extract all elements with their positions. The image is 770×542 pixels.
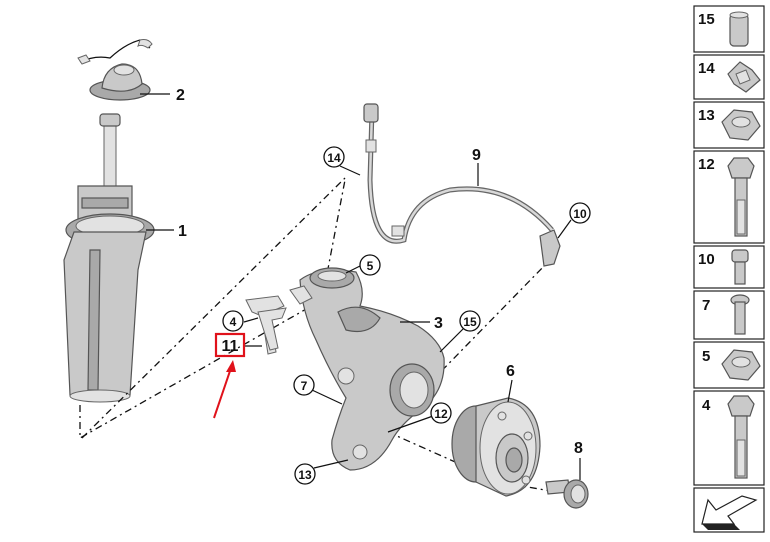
- callout-14[interactable]: [323, 146, 345, 168]
- callout-4[interactable]: [222, 310, 244, 332]
- panel-item-5[interactable]: 5: [693, 341, 765, 389]
- part-1-shock-absorber[interactable]: [63, 113, 174, 403]
- callout-13[interactable]: [294, 463, 316, 485]
- bolt-12-icon: [727, 157, 755, 179]
- label-11[interactable]: 11: [222, 338, 239, 355]
- label-12: 12: [434, 407, 448, 421]
- svg-text:4: 4: [702, 397, 711, 414]
- part-8-bolt[interactable]: [545, 458, 589, 509]
- red-arrow-icon: [213, 367, 232, 419]
- label-6[interactable]: 6: [506, 363, 515, 380]
- part-2-cable: [79, 39, 151, 63]
- sleeve-icon: [729, 13, 749, 47]
- label-9[interactable]: 9: [472, 147, 481, 164]
- assembly-line-sensor: [417, 261, 549, 396]
- callout-11-highlight: [214, 332, 246, 358]
- callout-5[interactable]: [359, 254, 381, 276]
- parts-panel: 15 14 13 12 10: [693, 5, 765, 533]
- callout-15[interactable]: [459, 310, 481, 332]
- panel-item-13[interactable]: 13: [693, 101, 765, 149]
- label-1[interactable]: 1: [178, 223, 187, 240]
- callout-10[interactable]: [569, 202, 591, 224]
- label-2[interactable]: 2: [176, 87, 185, 104]
- label-3[interactable]: 3: [434, 315, 443, 332]
- svg-text:13: 13: [698, 107, 715, 124]
- arrow-icon: [701, 495, 758, 525]
- panel-item-14[interactable]: 14: [693, 54, 765, 100]
- panel-nav-arrow[interactable]: [693, 487, 765, 533]
- svg-text:15: 15: [698, 11, 715, 28]
- label-7: 7: [301, 379, 308, 393]
- svg-text:12: 12: [698, 156, 715, 173]
- callout-7[interactable]: [293, 374, 315, 396]
- label-5: 5: [367, 259, 374, 273]
- bolt-4-icon: [727, 395, 755, 417]
- panel-item-15[interactable]: 15: [693, 5, 765, 53]
- part-9-wheel-speed-sensor[interactable]: [363, 103, 561, 267]
- label-15: 15: [463, 315, 477, 329]
- panel-item-10[interactable]: 10: [693, 245, 765, 289]
- part-6-wheel-hub[interactable]: [451, 379, 541, 497]
- assembly-line-strut: [79, 179, 346, 440]
- panel-item-4[interactable]: 4: [693, 390, 765, 486]
- svg-text:7: 7: [702, 297, 710, 314]
- label-4: 4: [230, 315, 237, 329]
- svg-text:10: 10: [698, 251, 715, 268]
- label-10: 10: [573, 207, 587, 221]
- label-8[interactable]: 8: [574, 440, 583, 457]
- label-14: 14: [327, 151, 341, 165]
- label-13: 13: [298, 468, 312, 482]
- part-2-strut-bearing[interactable]: [77, 39, 170, 101]
- svg-text:14: 14: [698, 60, 715, 77]
- callout-12[interactable]: [430, 402, 452, 424]
- svg-text:5: 5: [702, 348, 710, 365]
- panel-item-12[interactable]: 12: [693, 150, 765, 244]
- part-11-bracket[interactable]: [243, 295, 287, 355]
- panel-item-7[interactable]: 7: [693, 290, 765, 340]
- part-3-steering-knuckle[interactable]: [289, 267, 445, 471]
- screw-10-icon: [731, 249, 749, 263]
